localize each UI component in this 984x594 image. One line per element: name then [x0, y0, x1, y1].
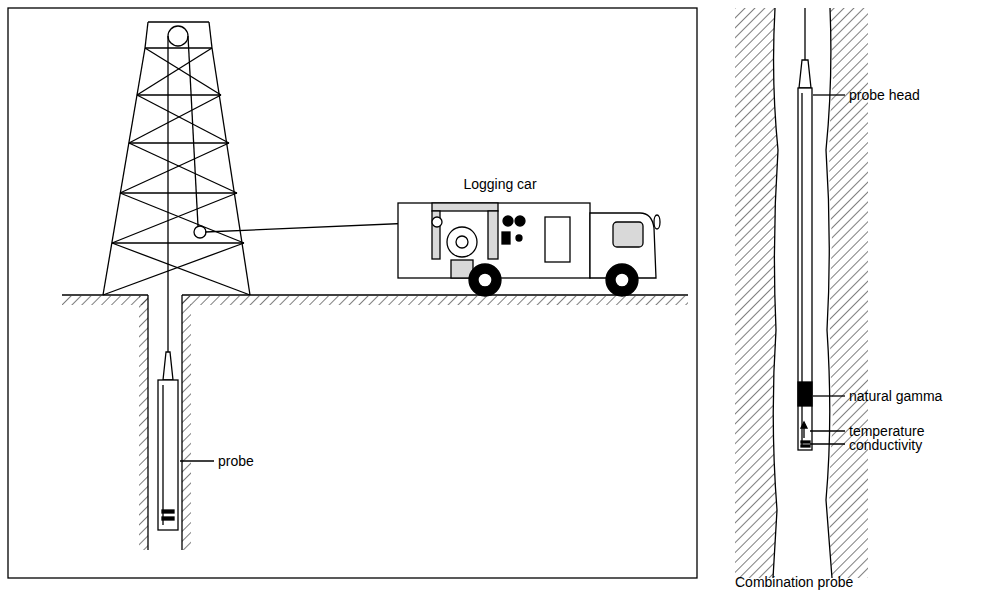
- probe-figure: [158, 352, 214, 530]
- part-label: natural gamma: [849, 388, 942, 404]
- part-label: Combination probe: [735, 574, 853, 590]
- part-label: temperature: [849, 423, 924, 439]
- cable: [167, 36, 168, 352]
- logging-car: [398, 203, 660, 296]
- part-label: conductivity: [849, 437, 922, 453]
- part-label: probe head: [849, 87, 920, 103]
- part-label: probe: [218, 453, 254, 469]
- combination-probe-figure: [798, 8, 845, 450]
- part-label: Logging car: [463, 176, 536, 192]
- frame: [8, 8, 697, 578]
- derrick: [103, 22, 250, 295]
